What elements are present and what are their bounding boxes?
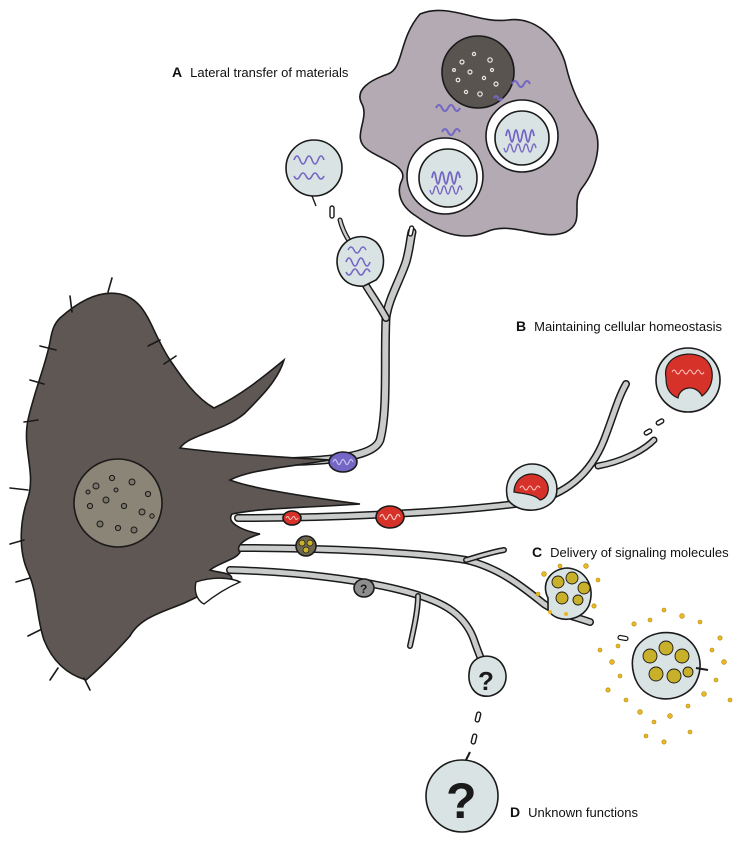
tube-b-dashes [643, 418, 665, 436]
tube-d-vesicle-released: ? [425, 751, 499, 833]
recipient-free-cargo [435, 80, 531, 136]
tube-b-cargo-small [282, 510, 302, 526]
tube-a-vesicle-mid [336, 235, 385, 287]
donor-cell-membrane [20, 292, 361, 681]
label-b-text: Maintaining cellular homeostasis [534, 319, 722, 334]
label-c: C Delivery of signaling molecules [532, 544, 729, 560]
donor-cell-spikes [9, 277, 177, 691]
tube-a-cargo-bulge [328, 451, 358, 473]
tube-a-dashes [329, 205, 415, 237]
donor-cell [9, 277, 361, 691]
donor-nucleus [73, 458, 163, 548]
label-a-letter: A [172, 64, 183, 80]
tube-b-cargo-mid [375, 505, 405, 529]
donor-nucleus-pores [85, 474, 155, 534]
tube-b-vesicle-mid [505, 463, 558, 511]
signaling-molecules [535, 563, 733, 745]
question-mark-large: ? [446, 773, 477, 829]
recipient-vesicle-1 [406, 137, 484, 215]
nanotube-d [226, 566, 488, 672]
label-d-letter: D [510, 804, 521, 820]
tube-c-release-vesicle [617, 631, 709, 700]
label-a-text: Lateral transfer of materials [190, 65, 349, 80]
tube-d-cargo-small: ? [353, 578, 375, 598]
donor-cell-filopodia-gaps [194, 577, 242, 605]
recipient-vesicle-2 [485, 99, 559, 173]
label-a: A Lateral transfer of materials [172, 64, 348, 80]
tube-c-vesicle [544, 567, 592, 620]
tube-d-vesicle-mid: ? [468, 655, 507, 697]
label-b-letter: B [516, 318, 527, 334]
question-mark-mid: ? [478, 666, 494, 696]
recipient-nucleus-pores [452, 51, 499, 97]
question-mark-small: ? [360, 582, 367, 596]
nanotube-a [235, 217, 417, 467]
label-d: D Unknown functions [510, 804, 638, 820]
label-d-text: Unknown functions [528, 805, 638, 820]
tube-a-vesicle-top [285, 139, 343, 207]
label-c-letter: C [532, 544, 543, 560]
label-b: B Maintaining cellular homeostasis [516, 318, 722, 334]
tube-d-dashes [470, 711, 482, 745]
label-c-text: Delivery of signaling molecules [550, 545, 729, 560]
recipient-cell [359, 9, 599, 237]
tube-c-cargo-small [295, 535, 317, 557]
recipient-nucleus [441, 35, 515, 109]
tube-b-vesicle-top [655, 347, 721, 413]
